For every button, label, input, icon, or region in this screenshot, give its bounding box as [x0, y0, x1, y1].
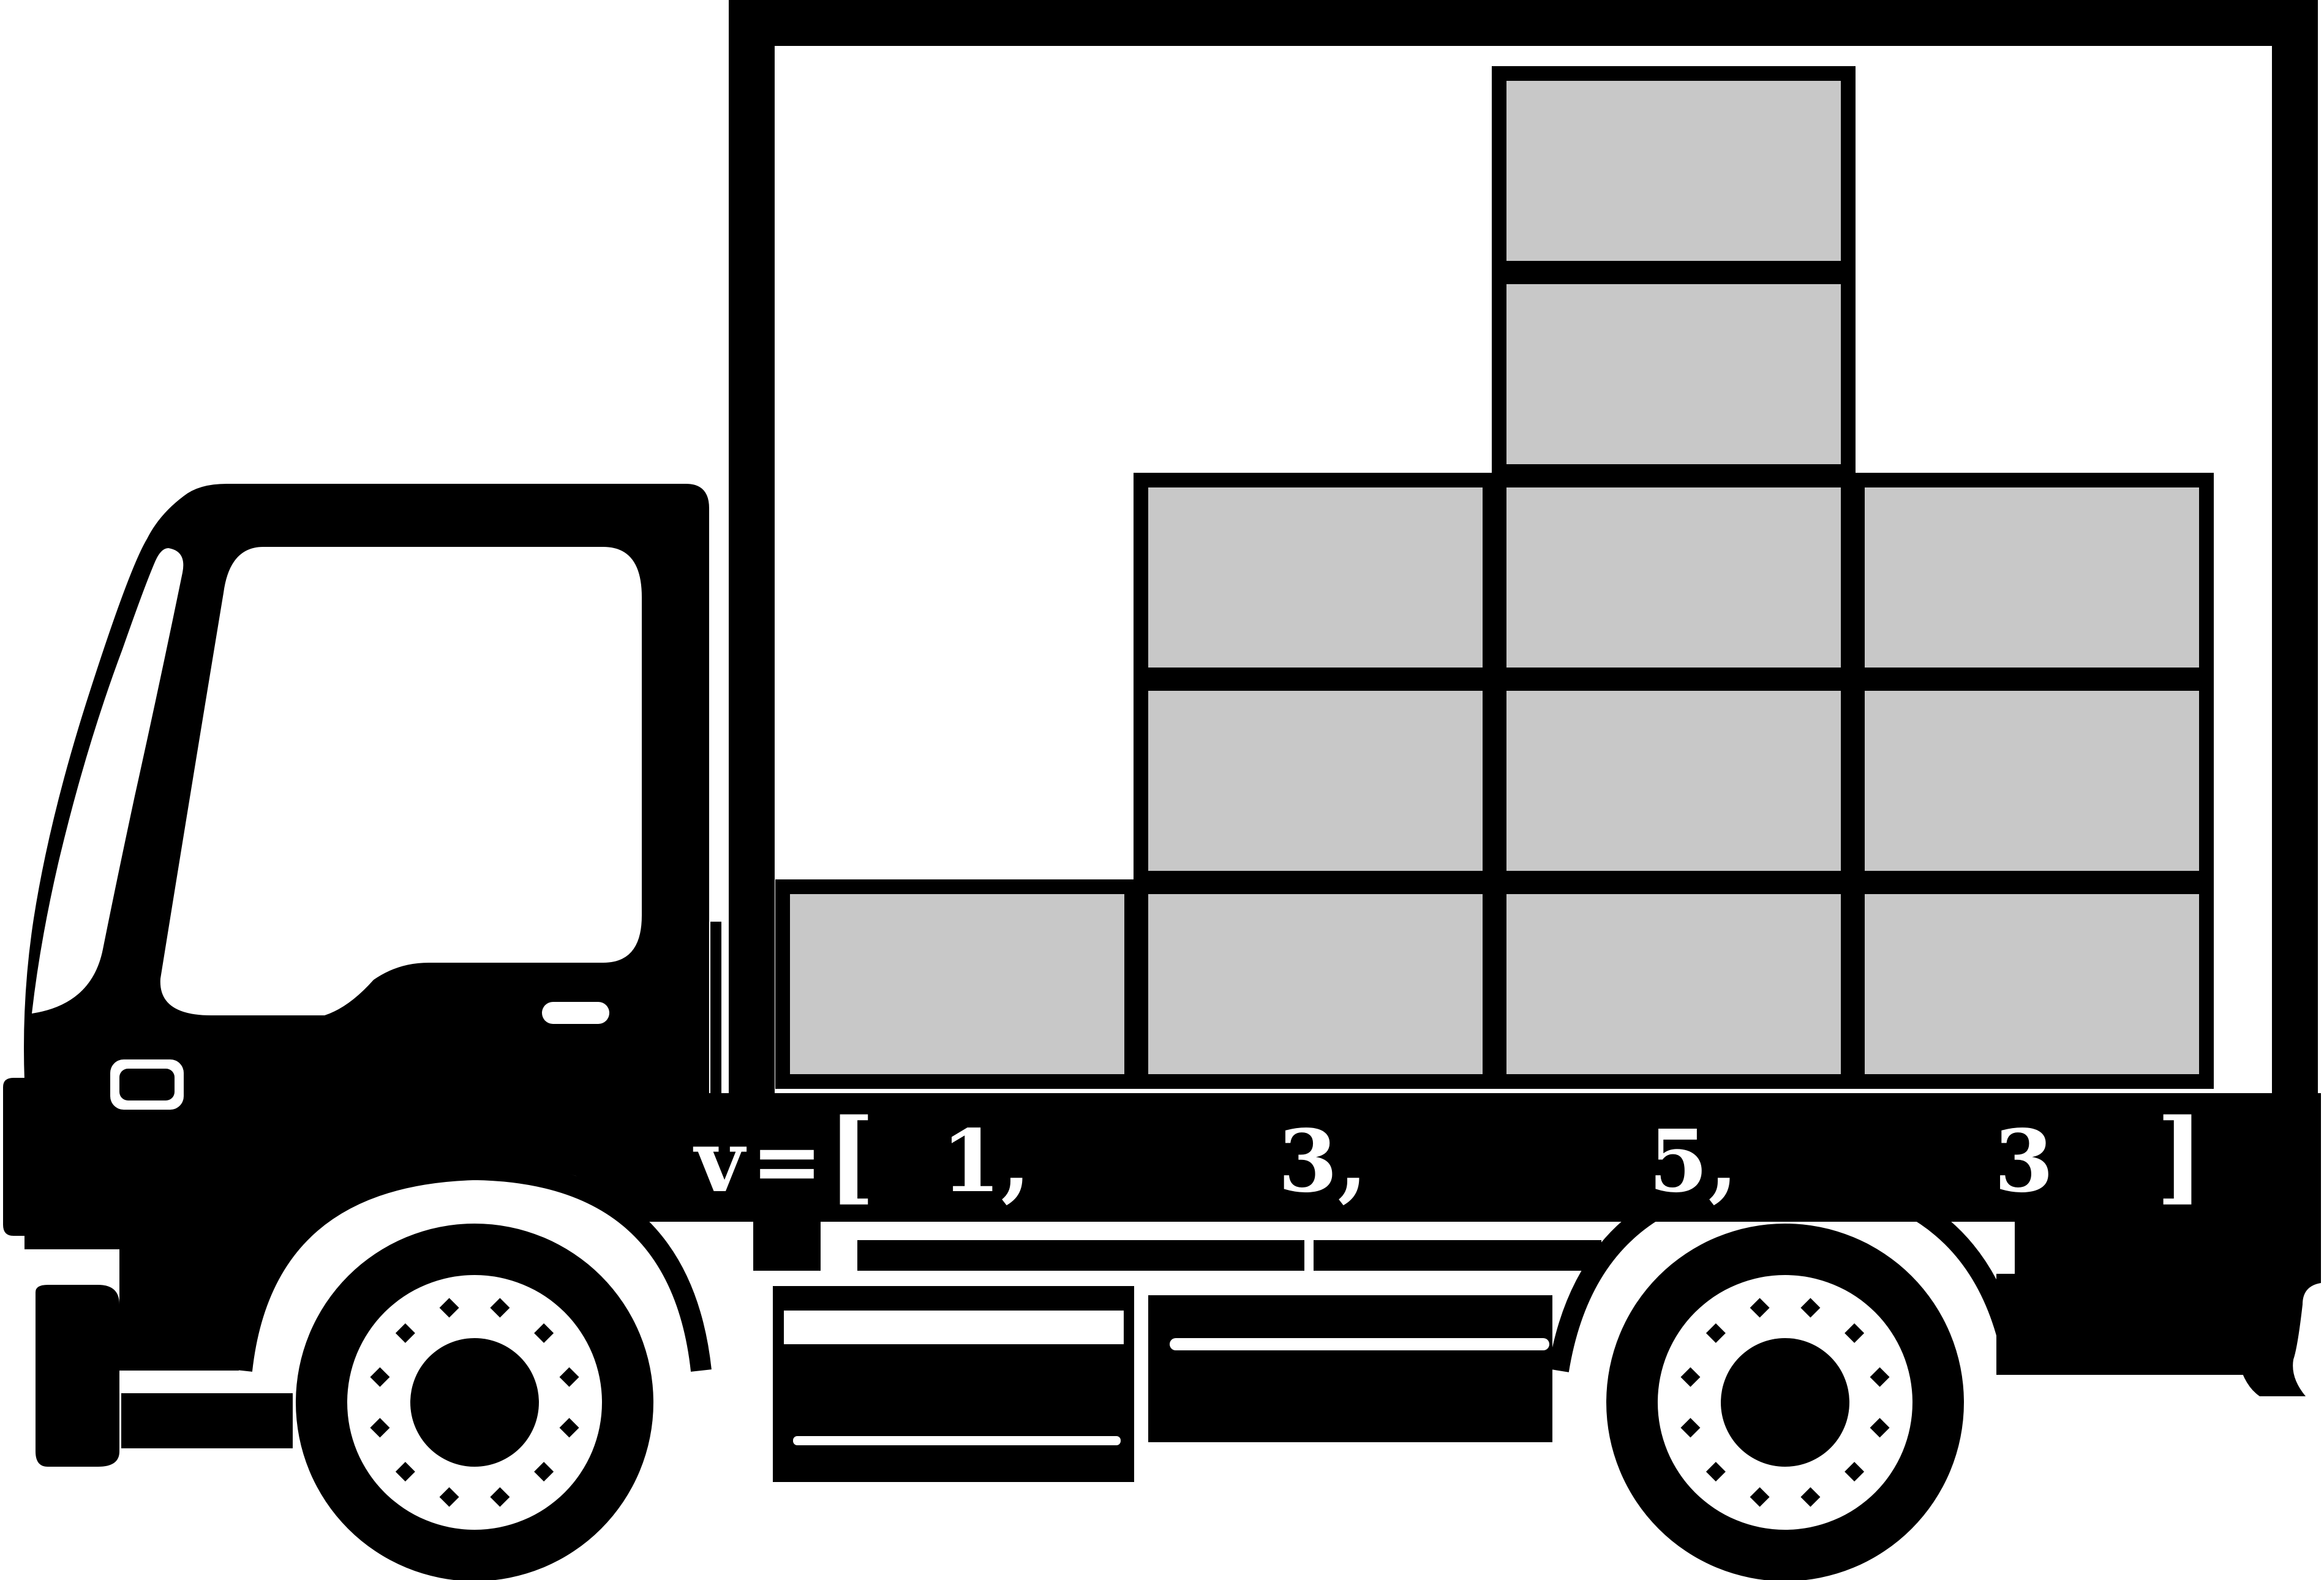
- front-wheel-arch: [231, 1159, 712, 1372]
- wheel-bolt: [370, 1367, 390, 1387]
- battery-box: [1148, 1295, 1552, 1442]
- vector-entry: 3,: [1278, 1112, 1367, 1212]
- underbody: [753, 1222, 2321, 1482]
- cargo-box: [1492, 269, 1856, 479]
- chassis-rail-left: [753, 1222, 821, 1271]
- wheel-bolt: [1845, 1462, 1865, 1482]
- fuel-tank-band-top: [784, 1311, 1124, 1344]
- cab-lower-skirt: [121, 1393, 293, 1448]
- cab-front-window: [32, 548, 184, 1014]
- cargo-box: [1134, 676, 1497, 886]
- cargo-box: [775, 879, 1139, 1089]
- door-handle: [542, 1002, 609, 1024]
- cargo-box: [1850, 879, 2214, 1089]
- wheel-bolt: [559, 1367, 579, 1387]
- chassis-bar: [619, 1093, 2321, 1222]
- wheel-bolt: [1800, 1487, 1821, 1507]
- cargo-box: [1850, 676, 2214, 886]
- rear-chassis-tail: [2015, 1222, 2321, 1274]
- rear-hub: [1721, 1338, 1849, 1467]
- wheel-bolt: [395, 1462, 415, 1482]
- vector-label: v = [ 1, 3, 5, 3 ]: [693, 1096, 2204, 1215]
- wheel-bolt: [1680, 1367, 1701, 1387]
- truck-cab: [3, 484, 729, 1467]
- vector-close-bracket: ]: [2156, 1096, 2204, 1215]
- wheel-bolt: [1750, 1298, 1770, 1318]
- cargo-box: [1134, 879, 1497, 1089]
- wheel-bolt: [559, 1418, 579, 1438]
- cargo-box: [1850, 473, 2214, 682]
- vector-entry: 5,: [1649, 1112, 1738, 1212]
- vector-open-bracket: [: [827, 1096, 875, 1215]
- cargo-box: [1492, 66, 1856, 276]
- vector-entry: 3: [1994, 1112, 2053, 1212]
- wheel-bolt: [534, 1462, 554, 1482]
- cab-door-window: [160, 547, 642, 1015]
- rear-wheel: [1606, 1224, 1964, 1580]
- wheel-bolt: [1800, 1298, 1821, 1318]
- wheel-bolt: [1750, 1487, 1770, 1507]
- rear-wheel-bolts: [1680, 1298, 1890, 1507]
- cargo-box: [1492, 676, 1856, 886]
- wheel-bolt: [395, 1323, 415, 1343]
- rear-underride: [2058, 1255, 2321, 1396]
- cargo-box: [1134, 473, 1497, 682]
- wheel-bolt: [370, 1418, 390, 1438]
- cargo-box: [1492, 473, 1856, 682]
- chassis-rail-mid: [857, 1240, 1304, 1271]
- wheel-bolt: [1680, 1418, 1701, 1438]
- wheel-bolt: [439, 1487, 459, 1507]
- wheel-bolt: [1870, 1418, 1890, 1438]
- wheel-bolt: [1705, 1462, 1726, 1482]
- cab-back-post: [710, 922, 721, 1093]
- wheel-bolt: [439, 1298, 459, 1318]
- wheel-bolt: [534, 1323, 554, 1343]
- fuel-tank-strap: [793, 1436, 1121, 1445]
- wheel-bolt: [1845, 1323, 1865, 1343]
- vector-equals: =: [751, 1112, 822, 1212]
- side-marker-light-inner: [119, 1069, 175, 1100]
- front-hub: [410, 1338, 539, 1467]
- battery-box-strap: [1170, 1338, 1549, 1350]
- vector-symbol: v: [693, 1112, 746, 1212]
- front-wheel-bolts: [370, 1298, 579, 1507]
- wheel-bolt: [490, 1487, 510, 1507]
- cargo-boxes: [775, 66, 2214, 1089]
- front-step: [36, 1285, 119, 1467]
- chassis-rail-right: [1314, 1240, 1601, 1271]
- vector-entry: 1,: [941, 1112, 1031, 1212]
- front-bumper: [3, 1078, 61, 1236]
- wheel-bolt: [1870, 1367, 1890, 1387]
- wheel-bolt: [1705, 1323, 1726, 1343]
- cargo-box: [1492, 879, 1856, 1089]
- front-wheel: [296, 1224, 653, 1580]
- wheel-bolt: [490, 1298, 510, 1318]
